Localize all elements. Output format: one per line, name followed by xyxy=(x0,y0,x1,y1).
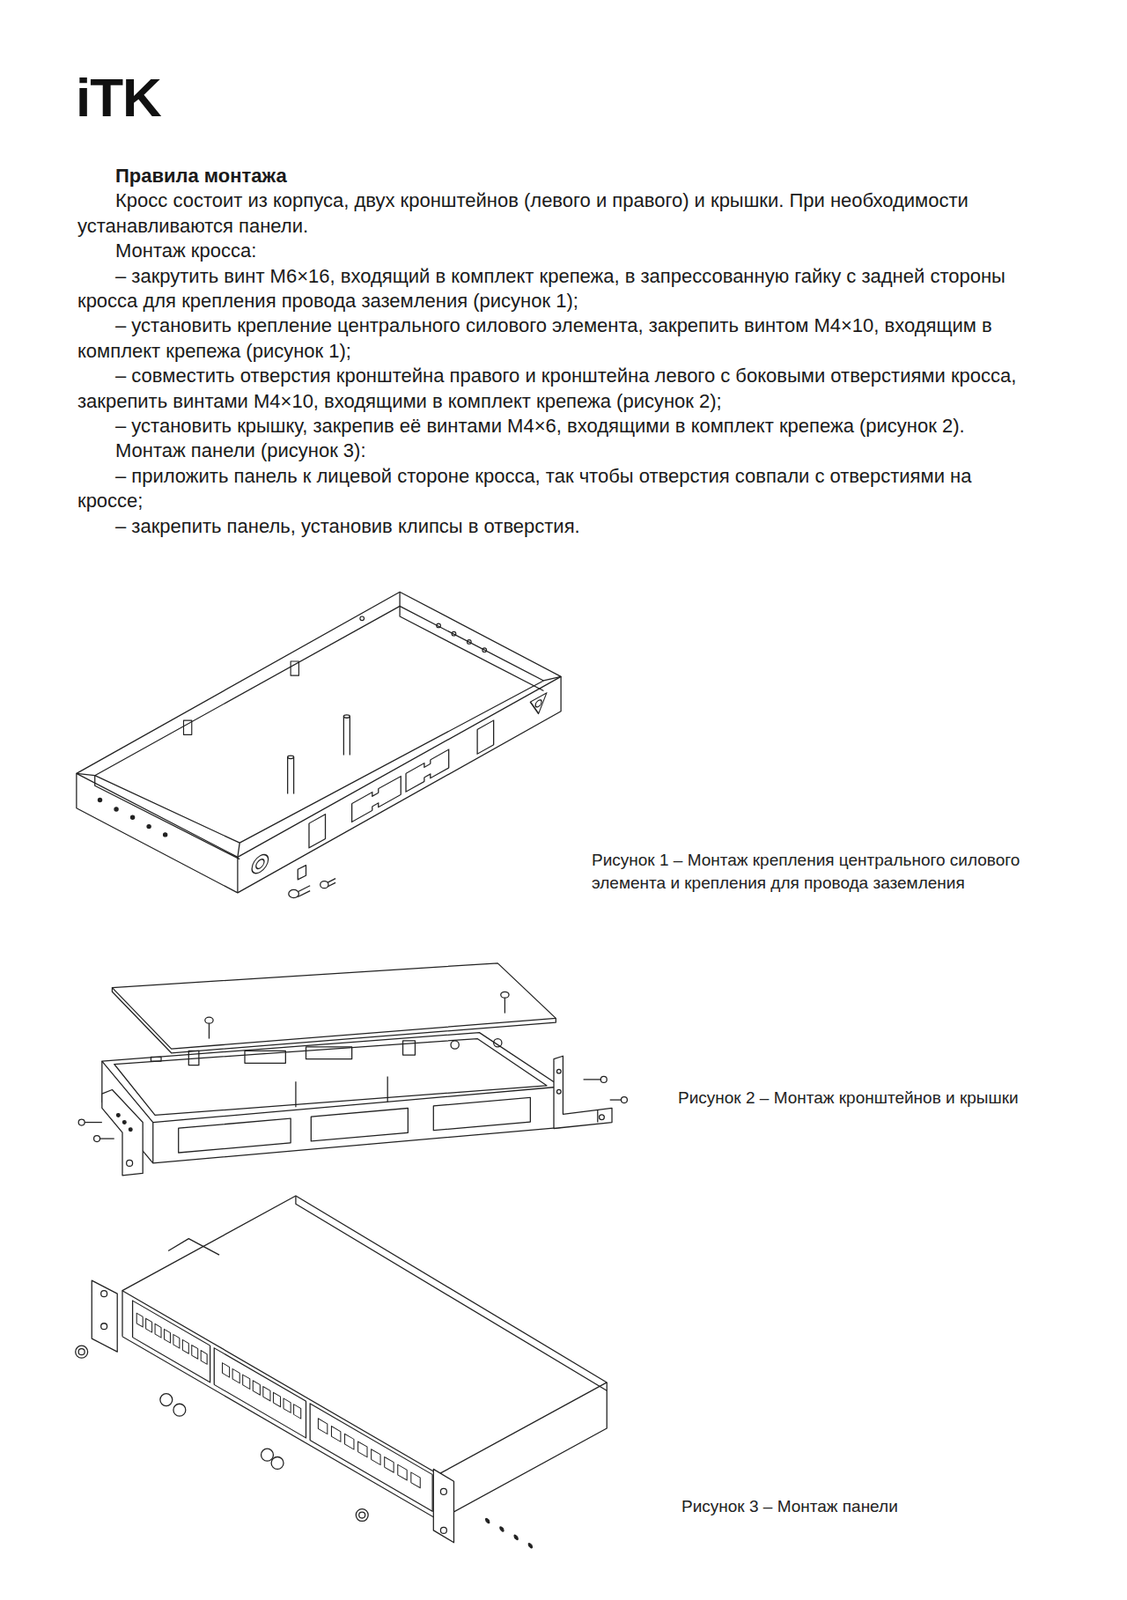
instruction-paragraph: – установить крепление центрального сило… xyxy=(77,313,1039,364)
instruction-paragraph: – закрепить панель, установив клипсы в о… xyxy=(77,514,1039,539)
figure-caption: Рисунок 2 – Монтаж кронштейнов и крышки xyxy=(677,1086,1101,1110)
figure-caption: Рисунок 3 – Монтаж панели xyxy=(681,1495,1087,1518)
instruction-paragraph: – совместить отверстия кронштейна правог… xyxy=(77,363,1039,414)
brand-logo: iTK xyxy=(75,70,162,126)
figure-3-panel xyxy=(75,1195,608,1575)
instruction-paragraph: Кросс состоит из корпуса, двух кронштейн… xyxy=(77,188,1039,239)
instruction-paragraph: – установить крышку, закрепив её винтами… xyxy=(77,413,1039,439)
instruction-paragraph: Монтаж панели (рисунок 3): xyxy=(77,438,1039,464)
instruction-paragraph: – закрутить винт М6×16, входящий в компл… xyxy=(77,264,1039,315)
figure-caption: Рисунок 1 – Монтаж крепления центральног… xyxy=(591,848,1094,895)
text-column: Правила монтажаКросс состоит из корпуса,… xyxy=(77,163,1039,539)
figure-2-assembly xyxy=(78,963,627,1176)
section-title: Правила монтажа xyxy=(77,163,1039,189)
instruction-paragraph: – приложить панель к лицевой стороне кро… xyxy=(77,464,1039,515)
instruction-paragraph: Монтаж кросса: xyxy=(77,238,1039,264)
figure-1-tray xyxy=(76,591,561,899)
